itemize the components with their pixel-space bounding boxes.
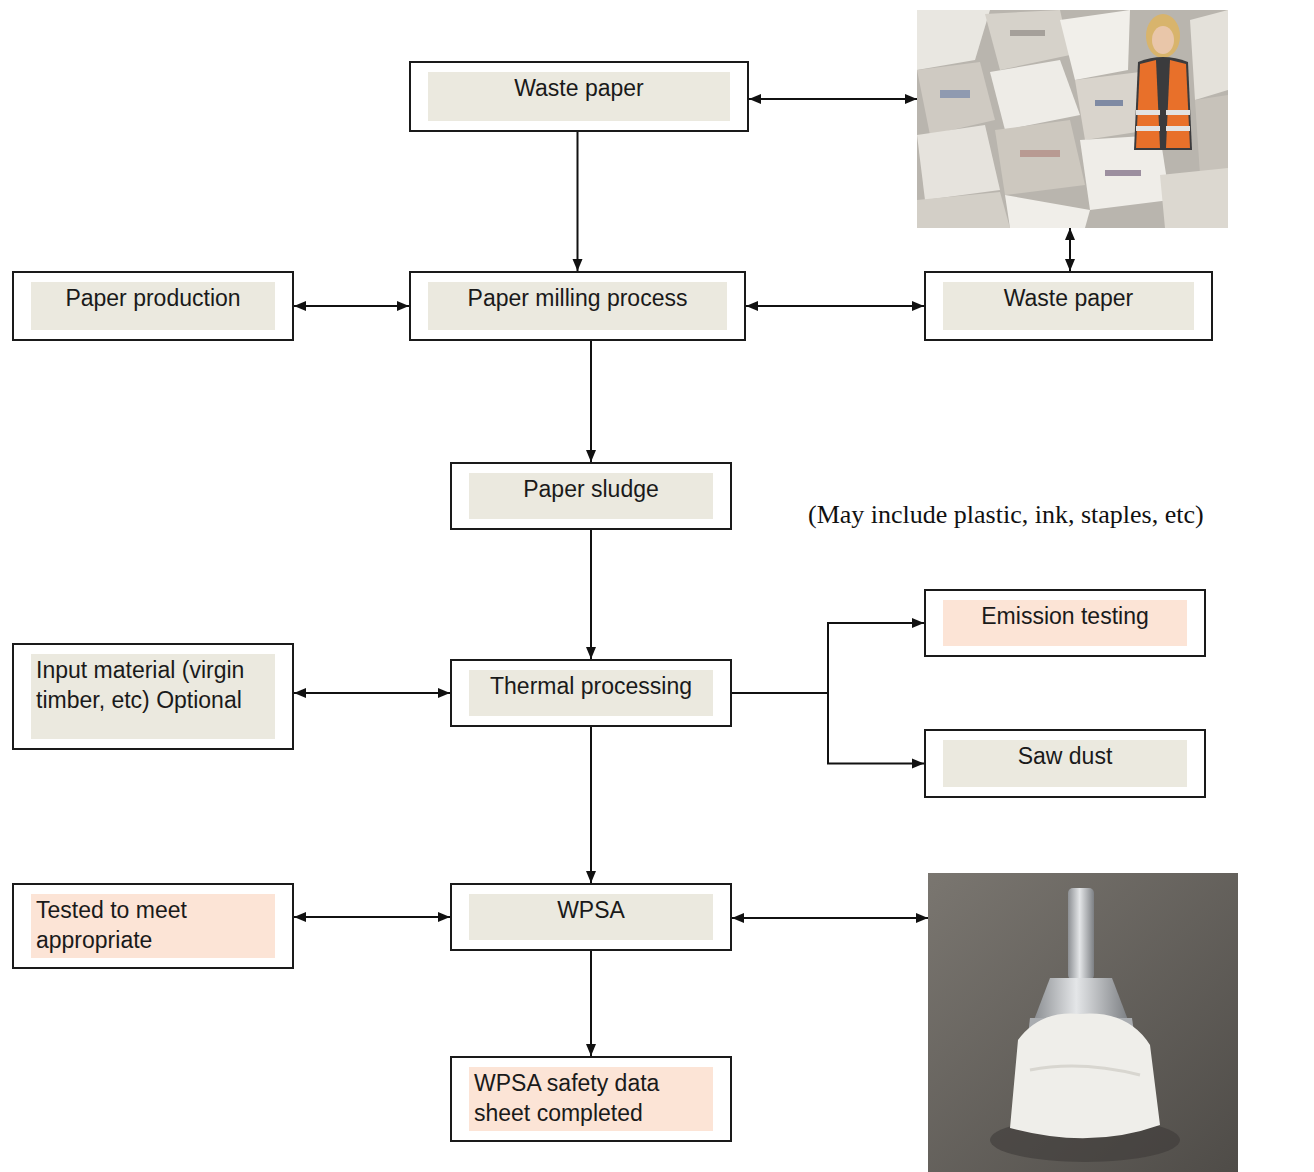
box-label: Input material (virgin timber, etc) Opti… [36,655,270,715]
vest-stripe [1136,126,1160,131]
box-label: Waste paper [433,73,725,103]
flow-arrow [590,951,592,1056]
photo-arrow [1069,228,1071,271]
vest-stripe [1166,110,1190,115]
box-label: Saw dust [948,741,1182,771]
print-fleck [1095,100,1123,106]
paper-sheet [995,120,1085,195]
box-fill: Emission testing [943,600,1187,646]
flow-arrow [590,727,592,883]
process-box: Waste paper [924,271,1213,341]
box-label: Emission testing [948,601,1182,631]
ash-powder [1010,1014,1160,1139]
person-body [1134,57,1192,150]
box-fill: Input material (virgin timber, etc) Opti… [31,654,275,739]
print-fleck [940,90,970,98]
person-vest [1136,60,1160,148]
flow-arrow [294,305,409,307]
photo-arrow [732,917,928,919]
person-vest [1166,60,1190,148]
vest-stripe [1166,126,1190,131]
connector-group [294,132,924,1056]
process-box: Saw dust [924,729,1206,798]
person-face [1152,26,1174,54]
flow-arrow [590,341,592,462]
box-fill: Tested to meet appropriate [31,894,275,958]
paper-sheet [1005,195,1090,228]
paper-sheet [917,125,1000,200]
paper-sheet [1195,95,1228,175]
process-box: Thermal processing [450,659,732,727]
photo-arrow [749,98,917,100]
box-label: Paper sludge [474,474,708,504]
box-label: Tested to meet appropriate [36,895,270,955]
wpsa-scoop-photo [928,873,1238,1172]
paper-sheet [1060,10,1130,80]
paper-sheet [1160,168,1228,228]
paper-sheet [917,192,1010,228]
box-fill: WPSA safety data sheet completed [469,1067,713,1131]
flow-arrow [732,623,924,693]
process-box: WPSA [450,883,732,951]
box-fill: Waste paper [428,72,730,121]
box-fill: Paper production [31,282,275,330]
box-label: Paper production [36,283,270,313]
flow-arrow [746,305,924,307]
box-label: Paper milling process [433,283,722,313]
process-box: Paper production [12,271,294,341]
box-fill: WPSA [469,894,713,940]
process-box: Waste paper [409,61,749,132]
print-fleck [1105,170,1141,176]
box-fill: Paper milling process [428,282,727,330]
waste-paper-photo [917,10,1228,228]
flow-arrow [732,693,924,764]
vest-stripe [1136,110,1160,115]
flow-arrow [294,692,450,694]
photo-ground [917,10,1228,228]
box-label: WPSA [474,895,708,925]
paper-sheet [990,60,1080,130]
box-fill: Saw dust [943,740,1187,787]
process-box: Paper milling process [409,271,746,341]
ash-texture [1030,1066,1140,1075]
process-box: Input material (virgin timber, etc) Opti… [12,643,294,750]
process-box: Emission testing [924,589,1206,657]
paper-sheet [1190,10,1228,100]
flow-arrow [577,132,579,271]
flow-arrow [294,916,450,918]
box-label: WPSA safety data sheet completed [474,1068,708,1128]
process-box: WPSA safety data sheet completed [450,1056,732,1142]
paper-sheet [917,10,990,70]
print-fleck [1020,150,1060,157]
box-fill: Waste paper [943,282,1194,330]
print-fleck [1010,30,1045,36]
box-fill: Paper sludge [469,473,713,519]
process-box: Paper sludge [450,462,732,530]
photo-ground [928,873,1238,1172]
scoop-handle [1068,888,1094,980]
box-label: Thermal processing [474,671,708,701]
box-label: Waste paper [948,283,1189,313]
person-hair [1146,14,1180,58]
note-label: (May include plastic, ink, staples, etc) [808,500,1204,530]
process-box: Tested to meet appropriate [12,883,294,969]
paper-sheet [917,62,995,135]
box-fill: Thermal processing [469,670,713,716]
flow-arrow [590,530,592,659]
scoop-neck [1034,978,1128,1020]
